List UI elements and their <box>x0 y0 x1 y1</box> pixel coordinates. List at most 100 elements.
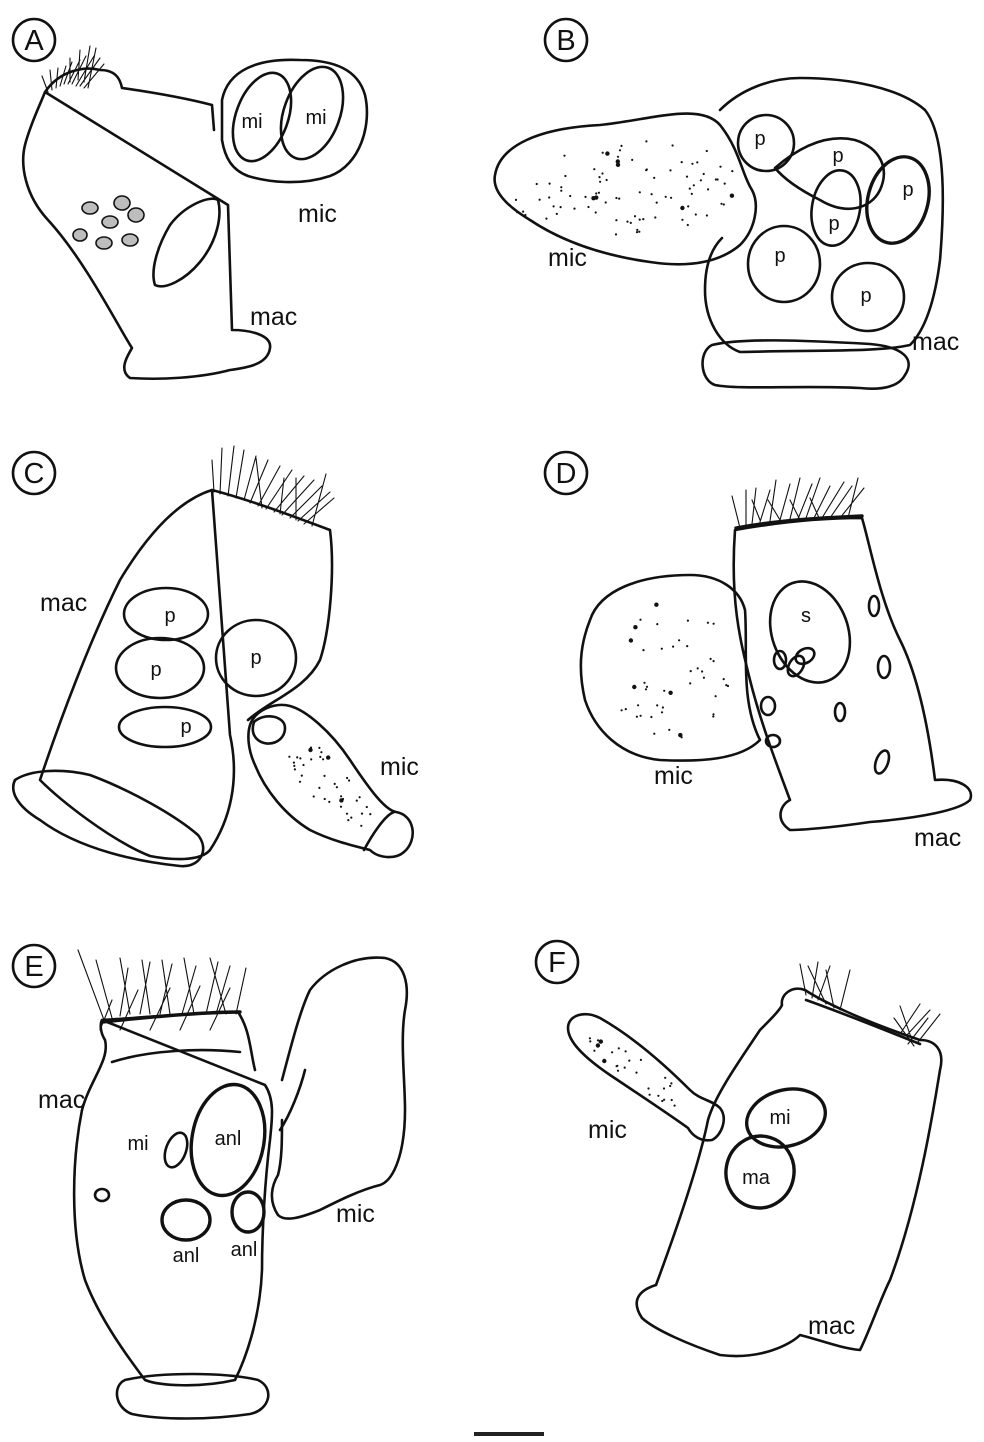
stipple-dot <box>653 733 655 735</box>
panel-e: E mi anl anl anl mac mic <box>13 945 407 1419</box>
stipple-dot <box>339 798 343 802</box>
stipple-dot <box>687 224 689 226</box>
stipple-dot <box>647 1087 649 1089</box>
stipple-dot <box>359 796 361 798</box>
stipple-dot <box>645 140 647 142</box>
panel-b: B p p p p p p mic mac <box>495 19 960 389</box>
stipple-dot <box>730 194 734 198</box>
panel-e-cilia <box>78 950 246 1030</box>
panel-a-mac-body <box>23 69 270 379</box>
stipple-dot <box>318 787 320 789</box>
stipple-dot <box>336 786 338 788</box>
stipple-dot <box>706 214 708 216</box>
panel-e-label-anl-2: anl <box>173 1245 200 1267</box>
panel-c-mac-body <box>40 490 332 859</box>
panel-e-label-mic: mic <box>336 1200 375 1228</box>
stipple-dot <box>674 1105 676 1107</box>
stipple-dot <box>654 603 658 607</box>
stipple-dot <box>669 169 671 171</box>
panel-c-label-p-4: p <box>180 716 191 738</box>
stipple-dot <box>621 709 623 711</box>
stipple-dot <box>636 229 638 231</box>
stipple-dot <box>593 1050 595 1052</box>
stipple-dot <box>712 715 714 717</box>
panel-c-label-mic: mic <box>380 753 419 781</box>
panel-b-stipple <box>515 140 734 235</box>
stipple-dot <box>640 1059 642 1061</box>
stipple-dot <box>313 795 315 797</box>
panel-f-cilia <box>800 962 940 1046</box>
stipple-dot <box>296 756 298 758</box>
stipple-dot <box>548 196 550 198</box>
panel-a-letter: A <box>13 19 55 61</box>
panel-e-letter-text: E <box>24 951 43 983</box>
stipple-dot <box>642 218 644 220</box>
stipple-dot <box>639 619 641 621</box>
stipple-dot <box>649 1094 651 1096</box>
stipple-dot <box>706 150 708 152</box>
panel-e-anl-right <box>232 1192 264 1232</box>
panel-a-label-mi-1: mi <box>241 111 262 133</box>
stipple-dot <box>656 202 658 204</box>
stipple-dot <box>596 1043 600 1047</box>
stipple-dot <box>346 777 348 779</box>
stipple-dot <box>560 206 562 208</box>
panel-b-label-p-2: p <box>832 145 843 167</box>
stipple-dot <box>532 221 534 223</box>
stipple-dot <box>288 756 290 758</box>
stipple-dot <box>301 775 303 777</box>
panel-c-mic-tip <box>253 716 285 743</box>
stipple-dot <box>602 152 604 154</box>
stipple-dot <box>710 658 712 660</box>
stipple-dot <box>669 1085 671 1087</box>
stipple-dot <box>636 231 638 233</box>
panel-d-mic-body <box>581 575 760 761</box>
stipple-dot <box>633 625 637 629</box>
stipple-dot <box>687 620 689 622</box>
stipple-dot <box>686 176 688 178</box>
stipple-dot <box>618 198 620 200</box>
stipple-dot <box>584 196 586 198</box>
stipple-dot <box>564 175 566 177</box>
stipple-dot <box>656 623 658 625</box>
panel-b-letter-text: B <box>556 25 575 57</box>
stipple-dot <box>369 813 371 815</box>
panel-a-vacuole <box>153 199 219 287</box>
panel-f-letter: F <box>536 941 578 983</box>
stipple-dot <box>617 1070 619 1072</box>
panel-b-letter: B <box>545 19 587 61</box>
stipple-dot <box>703 173 705 175</box>
stipple-dot <box>713 660 715 662</box>
stipple-dot <box>661 648 663 650</box>
stipple-dot <box>536 183 538 185</box>
stipple-dot <box>605 151 609 155</box>
stipple-dot <box>663 1087 665 1089</box>
stipple-dot <box>671 1099 673 1101</box>
panel-b-label-p-3: p <box>902 179 913 201</box>
panel-c-cilia <box>212 446 334 526</box>
stipple-dot <box>625 708 627 710</box>
stipple-dot <box>656 704 658 706</box>
stipple-dot <box>689 188 691 190</box>
stipple-dot <box>293 765 295 767</box>
stipple-dot <box>700 179 702 181</box>
stipple-dot <box>299 781 301 783</box>
panel-f-stipple <box>589 1037 676 1106</box>
stipple-dot <box>643 682 645 684</box>
stipple-dot <box>350 817 352 819</box>
stipple-dot <box>606 179 608 181</box>
panel-d-stipple <box>621 603 730 739</box>
stipple-dot <box>324 798 326 800</box>
panel-b-label-p-5: p <box>774 245 785 267</box>
stipple-dot <box>360 825 362 827</box>
stipple-dot <box>687 205 689 207</box>
panel-c-p-4 <box>119 707 211 747</box>
stipple-dot <box>635 1072 637 1074</box>
stipple-dot <box>650 716 652 718</box>
stipple-dot <box>560 190 562 192</box>
stipple-dot <box>615 233 617 235</box>
panel-e-label-anl-1: anl <box>215 1128 242 1150</box>
stipple-dot <box>668 729 670 731</box>
stipple-dot <box>299 757 301 759</box>
stipple-dot <box>691 193 693 195</box>
